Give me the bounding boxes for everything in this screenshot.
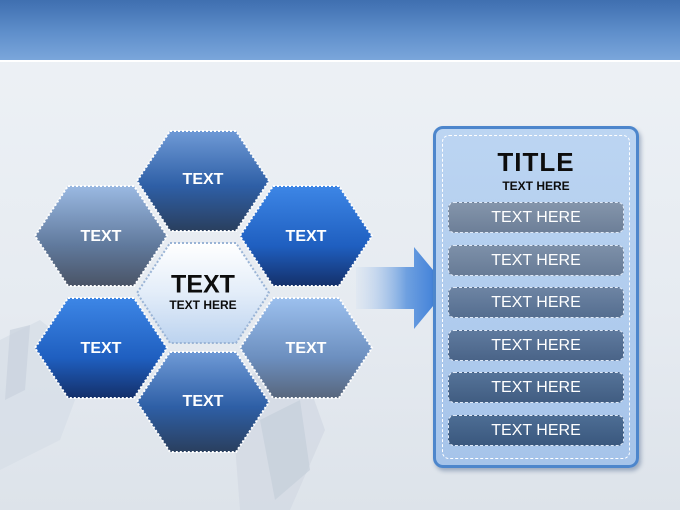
panel-item[interactable]: TEXT HERE <box>448 287 624 318</box>
hexagon-top[interactable]: TEXT <box>135 130 271 232</box>
hexagon-center-title: TEXT <box>171 271 235 299</box>
hexagon-center[interactable]: TEXT TEXT HERE <box>135 242 271 344</box>
panel-item[interactable]: TEXT HERE <box>448 202 624 233</box>
panel-subtitle: TEXT HERE <box>502 179 570 193</box>
panel-item[interactable]: TEXT HERE <box>448 415 624 446</box>
hexagon-bottom[interactable]: TEXT <box>135 351 271 453</box>
panel-item[interactable]: TEXT HERE <box>448 372 624 403</box>
hexagon-lower-left-label: TEXT <box>81 340 122 357</box>
panel-item[interactable]: TEXT HERE <box>448 245 624 276</box>
panel-item[interactable]: TEXT HERE <box>448 330 624 361</box>
hexagon-lower-right-label: TEXT <box>286 340 327 357</box>
hexagon-lower-left[interactable]: TEXT <box>33 297 169 399</box>
hexagon-bottom-label: TEXT <box>183 393 224 410</box>
panel-title: TITLE <box>497 147 575 177</box>
arrow-right-icon <box>356 247 448 329</box>
panel-inner-border <box>442 135 630 459</box>
header-band <box>0 0 680 62</box>
hexagon-top-label: TEXT <box>183 171 224 188</box>
title-panel: TITLE TEXT HERE TEXT HERE TEXT HERE TEXT… <box>433 126 639 468</box>
hexagon-center-subtitle: TEXT HERE <box>169 298 236 312</box>
hexagon-upper-left[interactable]: TEXT <box>33 185 169 287</box>
hexagon-upper-right[interactable]: TEXT <box>238 185 374 287</box>
hexagon-lower-right[interactable]: TEXT <box>238 297 374 399</box>
hexagon-upper-left-label: TEXT <box>81 228 122 245</box>
hexagon-upper-right-label: TEXT <box>286 228 327 245</box>
